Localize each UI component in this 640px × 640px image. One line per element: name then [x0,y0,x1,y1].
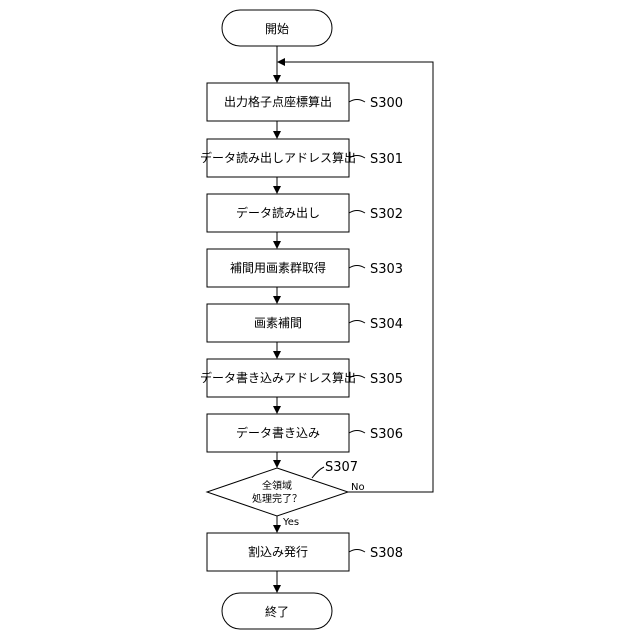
step-id-s300: S300 [370,96,403,111]
end-label: 終了 [265,604,289,619]
process-label-s303: 補間用画素群取得 [230,260,326,275]
step-id-s305: S305 [370,372,403,387]
decision-diamond-s307 [207,468,348,516]
step-id-s304: S304 [370,317,403,332]
decision-yes-label: Yes [282,517,299,528]
decision-no-label: No [351,482,365,493]
process-label-s301: データ読み出しアドレス算出 [200,150,356,165]
step-id-s303: S303 [370,262,403,277]
process-label-s302: データ読み出し [236,205,320,220]
start-label: 開始 [265,22,289,36]
step-leader-s304 [349,321,365,324]
process-label-s308: 割込み発行 [248,544,308,559]
step-id-s301: S301 [370,152,403,167]
step-leader-s307 [312,467,324,478]
step-id-s306: S306 [370,427,403,442]
process-label-s304: 画素補間 [254,316,302,330]
process-label-s305: データ書き込みアドレス算出 [200,370,356,385]
step-id-s302: S302 [370,207,403,222]
decision-label-line2: 処理完了？ [252,492,302,505]
decision-label-line1: 全領域 [262,479,292,492]
step-leader-s308 [349,550,365,553]
step-id-s307: S307 [325,460,358,475]
process-label-s306: データ書き込み [236,425,320,440]
step-leader-s303 [349,266,365,269]
loop-back-arrowhead [277,58,285,66]
step-leader-s306 [349,431,365,434]
process-label-s300: 出力格子点座標算出 [224,94,332,109]
step-id-s308: S308 [370,546,403,561]
step-leader-s300 [349,100,365,103]
step-leader-s302 [349,211,365,214]
